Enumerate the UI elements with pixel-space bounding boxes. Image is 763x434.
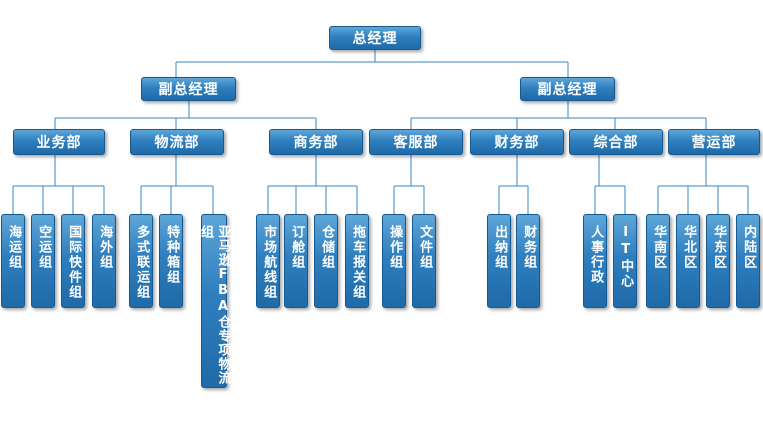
vp-left-label: 副总经理 bbox=[158, 82, 219, 98]
group-north-china-label: 华北区 bbox=[681, 225, 697, 270]
group-east-china-label: 华东区 bbox=[711, 225, 727, 270]
group-air: 空运组 bbox=[31, 214, 55, 308]
group-intl-express: 国际快件组 bbox=[61, 214, 85, 308]
ceo-label: 总经理 bbox=[352, 31, 398, 47]
group-booking: 订舱组 bbox=[284, 214, 308, 308]
dept-business-label: 业务部 bbox=[36, 135, 82, 151]
group-south-china: 华南区 bbox=[646, 214, 670, 308]
group-multimodal: 多式联运组 bbox=[129, 214, 153, 308]
group-warehouse: 仓储组 bbox=[314, 214, 338, 308]
group-market-route-label: 市场航线组 bbox=[261, 225, 277, 300]
group-inland-label: 内陆区 bbox=[741, 225, 757, 270]
group-inland: 内陆区 bbox=[736, 214, 760, 308]
vp-right-box: 副总经理 bbox=[520, 77, 615, 101]
group-hr-admin: 人事行政 bbox=[583, 214, 607, 308]
group-multimodal-label: 多式联运组 bbox=[134, 225, 150, 300]
group-amazon-fba-label: 亚马逊FBA仓专项物流组 bbox=[198, 225, 231, 385]
group-it-center-label: IT中心 bbox=[618, 225, 634, 289]
group-trucking-customs-label: 拖车报关组 bbox=[350, 225, 366, 300]
group-trucking-customs: 拖车报关组 bbox=[345, 214, 369, 308]
group-south-china-label: 华南区 bbox=[651, 225, 667, 270]
group-operation: 操作组 bbox=[382, 214, 406, 308]
group-hr-admin-label: 人事行政 bbox=[588, 225, 604, 285]
group-north-china: 华北区 bbox=[676, 214, 700, 308]
group-booking-label: 订舱组 bbox=[289, 225, 305, 270]
group-cashier-label: 出纳组 bbox=[492, 225, 508, 270]
dept-commerce: 商务部 bbox=[269, 129, 363, 155]
group-warehouse-label: 仓储组 bbox=[319, 225, 335, 270]
group-operation-label: 操作组 bbox=[387, 225, 403, 270]
vp-left-box: 副总经理 bbox=[141, 77, 236, 101]
group-air-label: 空运组 bbox=[36, 225, 52, 270]
group-east-china: 华东区 bbox=[706, 214, 730, 308]
group-sea: 海运组 bbox=[1, 214, 25, 308]
group-finance-label: 财务组 bbox=[521, 225, 537, 270]
dept-finance-label: 财务部 bbox=[494, 135, 540, 151]
group-finance: 财务组 bbox=[516, 214, 540, 308]
group-intl-express-label: 国际快件组 bbox=[66, 225, 82, 300]
group-amazon-fba: 亚马逊FBA仓专项物流组 bbox=[198, 214, 231, 388]
group-special-box: 特种箱组 bbox=[159, 214, 183, 308]
dept-general-label: 综合部 bbox=[593, 135, 639, 151]
ceo-box: 总经理 bbox=[329, 26, 421, 50]
dept-commerce-label: 商务部 bbox=[293, 135, 339, 151]
group-document: 文件组 bbox=[412, 214, 436, 308]
dept-general: 综合部 bbox=[569, 129, 663, 155]
vp-right-label: 副总经理 bbox=[537, 82, 598, 98]
group-it-center: IT中心 bbox=[613, 214, 637, 308]
group-market-route: 市场航线组 bbox=[256, 214, 280, 308]
dept-business: 业务部 bbox=[13, 129, 105, 155]
dept-operations-label: 营运部 bbox=[691, 135, 737, 151]
dept-logistics: 物流部 bbox=[130, 129, 224, 155]
group-cashier: 出纳组 bbox=[487, 214, 511, 308]
dept-customer-service: 客服部 bbox=[369, 129, 463, 155]
group-document-label: 文件组 bbox=[417, 225, 433, 270]
dept-operations: 营运部 bbox=[668, 129, 760, 155]
group-overseas-label: 海外组 bbox=[97, 225, 113, 270]
dept-finance: 财务部 bbox=[470, 129, 564, 155]
dept-customer-service-label: 客服部 bbox=[393, 135, 439, 151]
group-overseas: 海外组 bbox=[92, 214, 116, 308]
group-sea-label: 海运组 bbox=[6, 225, 22, 270]
dept-logistics-label: 物流部 bbox=[154, 135, 200, 151]
group-special-box-label: 特种箱组 bbox=[164, 225, 180, 285]
